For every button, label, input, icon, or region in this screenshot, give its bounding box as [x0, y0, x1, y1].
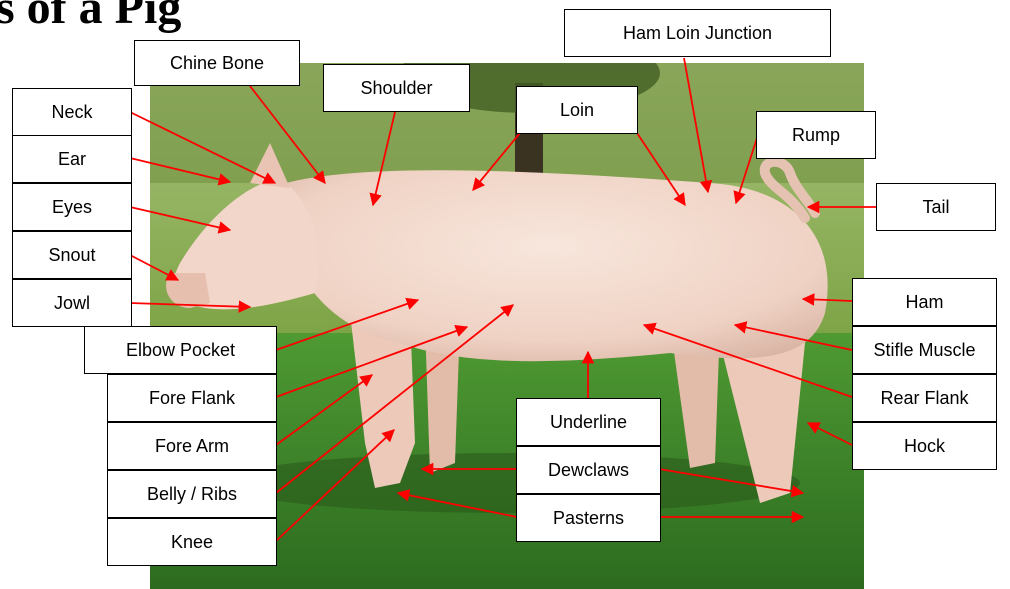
arrow-fore-flank — [276, 327, 467, 397]
arrow-shoulder — [373, 112, 395, 205]
arrow-eyes — [130, 207, 230, 230]
arrow-neck — [130, 112, 275, 183]
arrow-fore-arm — [276, 375, 372, 445]
label-shoulder: Shoulder — [323, 64, 470, 112]
label-chine-bone: Chine Bone — [134, 40, 300, 86]
label-tail: Tail — [876, 183, 996, 231]
label-snout: Snout — [12, 231, 132, 279]
label-pasterns: Pasterns — [516, 494, 661, 542]
label-rump: Rump — [756, 111, 876, 159]
label-ear: Ear — [12, 135, 132, 183]
arrow-loin — [473, 133, 520, 190]
label-ham: Ham — [852, 278, 997, 326]
arrow-snout — [130, 255, 178, 280]
arrow-stifle-muscle — [735, 325, 852, 350]
arrow-rump — [736, 138, 757, 203]
label-jowl: Jowl — [12, 279, 132, 327]
arrow-ear — [130, 158, 230, 182]
label-dewclaws: Dewclaws — [516, 446, 661, 494]
arrow-chine-bone — [250, 86, 325, 183]
arrow-rear-flank — [644, 325, 852, 397]
label-fore-flank: Fore Flank — [107, 374, 277, 422]
label-loin: Loin — [516, 86, 638, 134]
label-elbow-pocket: Elbow Pocket — [84, 326, 277, 374]
arrow-ham-loin-junction — [684, 58, 708, 192]
label-underline: Underline — [516, 398, 661, 446]
label-eyes: Eyes — [12, 183, 132, 231]
label-fore-arm: Fore Arm — [107, 422, 277, 470]
arrow-hock — [808, 423, 852, 445]
arrow-jowl — [130, 303, 250, 307]
arrow-dewclaws-right — [659, 469, 803, 493]
arrow-ham — [803, 299, 852, 301]
label-belly-ribs: Belly / Ribs — [107, 470, 277, 518]
label-hock: Hock — [852, 422, 997, 470]
label-stifle-muscle: Stifle Muscle — [852, 326, 997, 374]
label-rear-flank: Rear Flank — [852, 374, 997, 422]
arrow-elbow-pocket — [276, 300, 418, 350]
label-neck: Neck — [12, 88, 132, 136]
arrow-pasterns-left — [398, 493, 517, 517]
label-knee: Knee — [107, 518, 277, 566]
arrow-loin-2 — [637, 133, 685, 205]
label-ham-loin-junction: Ham Loin Junction — [564, 9, 831, 57]
arrow-belly-ribs — [276, 305, 513, 493]
